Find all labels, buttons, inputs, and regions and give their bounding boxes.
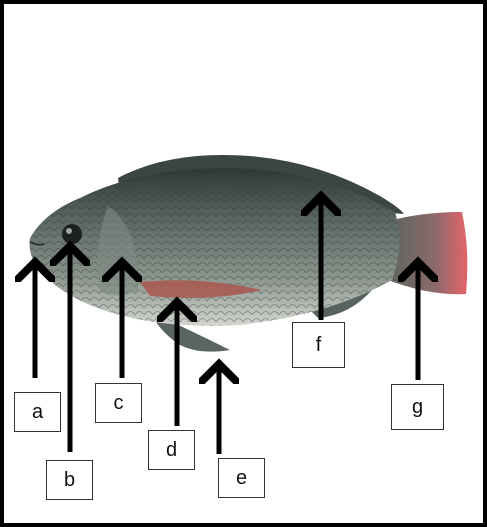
label-f: f bbox=[292, 322, 345, 368]
label-b: b bbox=[46, 460, 93, 500]
label-c: c bbox=[95, 383, 142, 423]
label-d: d bbox=[148, 430, 195, 470]
fish-eye-highlight bbox=[66, 228, 72, 234]
label-a: a bbox=[14, 392, 61, 432]
label-e: e bbox=[218, 458, 265, 498]
fish-eye bbox=[62, 224, 82, 244]
label-g: g bbox=[391, 384, 444, 430]
